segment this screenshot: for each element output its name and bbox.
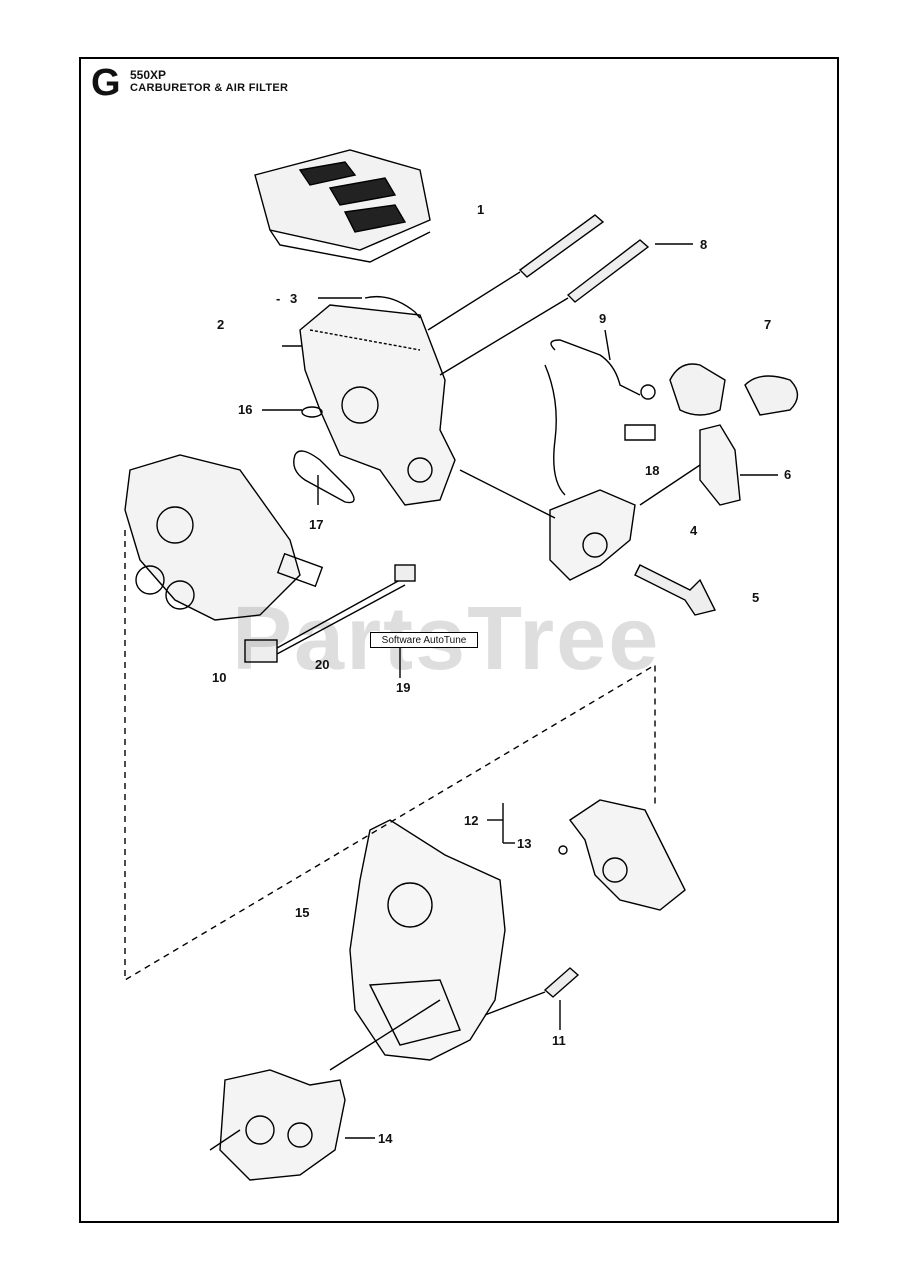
part-sensor-cable[interactable] xyxy=(244,564,416,663)
part-fuel-line[interactable] xyxy=(544,339,656,496)
callout-18[interactable]: 18 xyxy=(645,463,660,478)
callout-4[interactable]: 4 xyxy=(690,523,698,538)
callout-8[interactable]: 8 xyxy=(700,237,708,252)
diagram-frame xyxy=(79,57,839,1223)
dashed-connection-outline xyxy=(124,530,656,982)
callout-12[interactable]: 12 xyxy=(464,813,479,828)
leader-line xyxy=(604,329,611,361)
software-autotune-label: Software AutoTune xyxy=(370,632,478,648)
callout-10[interactable]: 10 xyxy=(212,670,227,685)
part-carburetor-housing[interactable] xyxy=(299,304,456,506)
part-gasket[interactable] xyxy=(364,295,421,319)
part-seal-16[interactable] xyxy=(301,406,323,418)
callout-19[interactable]: 19 xyxy=(396,680,411,695)
part-air-filter-cover[interactable] xyxy=(254,149,431,263)
part-primer-bulb[interactable] xyxy=(669,363,799,416)
part-bracket-6[interactable] xyxy=(699,424,741,506)
part-o-ring-17[interactable] xyxy=(293,450,355,504)
callout-20[interactable]: 20 xyxy=(315,657,330,672)
callout-15[interactable]: 15 xyxy=(295,905,310,920)
callout-1[interactable]: 1 xyxy=(477,202,485,217)
part-valve-4[interactable] xyxy=(459,464,701,581)
part-intake-14[interactable] xyxy=(219,1069,346,1181)
callout-16[interactable]: 16 xyxy=(238,402,253,417)
part-carburetor[interactable] xyxy=(124,454,324,621)
callout-9[interactable]: 9 xyxy=(599,311,607,326)
part-bracket-12[interactable] xyxy=(558,799,686,911)
callout-14[interactable]: 14 xyxy=(378,1131,393,1146)
leader-line xyxy=(209,1129,241,1151)
diagram-title: CARBURETOR & AIR FILTER xyxy=(130,82,289,94)
callout-2[interactable]: 2 xyxy=(217,317,225,332)
callout-5[interactable]: 5 xyxy=(752,590,760,605)
part-bolt-11[interactable] xyxy=(543,967,580,998)
callout-3-dash: - xyxy=(276,291,281,306)
model-number: 550XP xyxy=(130,68,167,82)
section-letter: G xyxy=(91,62,121,104)
callout-7[interactable]: 7 xyxy=(764,317,772,332)
callout-13[interactable]: 13 xyxy=(517,836,532,851)
part-cover-15[interactable] xyxy=(349,819,506,1061)
callout-6[interactable]: 6 xyxy=(784,467,792,482)
part-bolt-5[interactable] xyxy=(634,564,717,616)
callout-3[interactable]: 3 xyxy=(290,291,298,306)
part-bolts[interactable] xyxy=(427,214,650,376)
callout-11[interactable]: 11 xyxy=(552,1033,566,1048)
callout-17[interactable]: 17 xyxy=(309,517,324,532)
